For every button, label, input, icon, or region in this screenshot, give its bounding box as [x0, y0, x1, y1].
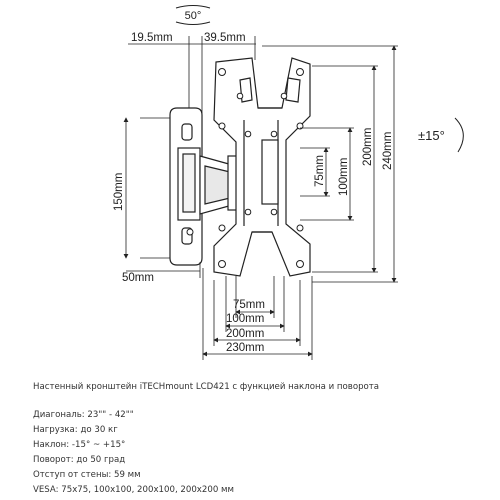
spec-load: Нагрузка: до 30 кг	[33, 425, 118, 435]
swivel-angle-callout: 50°	[175, 5, 211, 25]
tilt-angle-callout: ±15°	[418, 117, 464, 153]
swivel-arm	[177, 147, 247, 221]
vesa-plate	[213, 57, 311, 277]
dim-75mm-horizontal: 75mm	[233, 299, 265, 311]
dim-200mm-horizontal: 200mm	[226, 328, 264, 340]
dim-19-5mm: 19.5mm	[131, 32, 173, 44]
dim-200mm-vertical: 200mm	[362, 128, 374, 166]
spec-swivel: Поворот: до 50 град	[33, 455, 126, 465]
dim-75mm-vertical: 75mm	[314, 155, 326, 187]
mount-drawing: 50° 19.5mm 39.5mm	[113, 5, 464, 360]
spec-wall-offset: Отступ от стены: 59 мм	[33, 470, 141, 480]
dim-50mm: 50mm	[122, 272, 154, 284]
dim-240mm-vertical: 240mm	[382, 132, 394, 170]
dim-230mm-horizontal: 230mm	[226, 342, 264, 354]
vesa-holes	[186, 68, 304, 268]
dim-100mm-vertical: 100mm	[338, 158, 350, 196]
bottom-dimensions	[202, 268, 313, 360]
dim-100mm-horizontal: 100mm	[226, 313, 264, 325]
spec-diagonal: Диагональ: 23"" - 42""	[33, 410, 134, 420]
right-dimensions	[262, 45, 398, 283]
swivel-angle-label: 50°	[185, 10, 202, 22]
dim-150mm: 150mm	[113, 173, 125, 211]
left-dimensions	[123, 117, 201, 278]
product-title: Настенный кронштейн iTECHmount LCD421 с …	[33, 382, 380, 392]
spec-vesa: VESA: 75x75, 100x100, 200x100, 200x200 м…	[33, 485, 234, 495]
top-offset-dimensions	[128, 36, 256, 120]
tilt-angle-label: ±15°	[418, 128, 445, 143]
dim-39-5mm: 39.5mm	[204, 32, 246, 44]
spec-tilt: Наклон: -15° ~ +15°	[33, 440, 126, 450]
